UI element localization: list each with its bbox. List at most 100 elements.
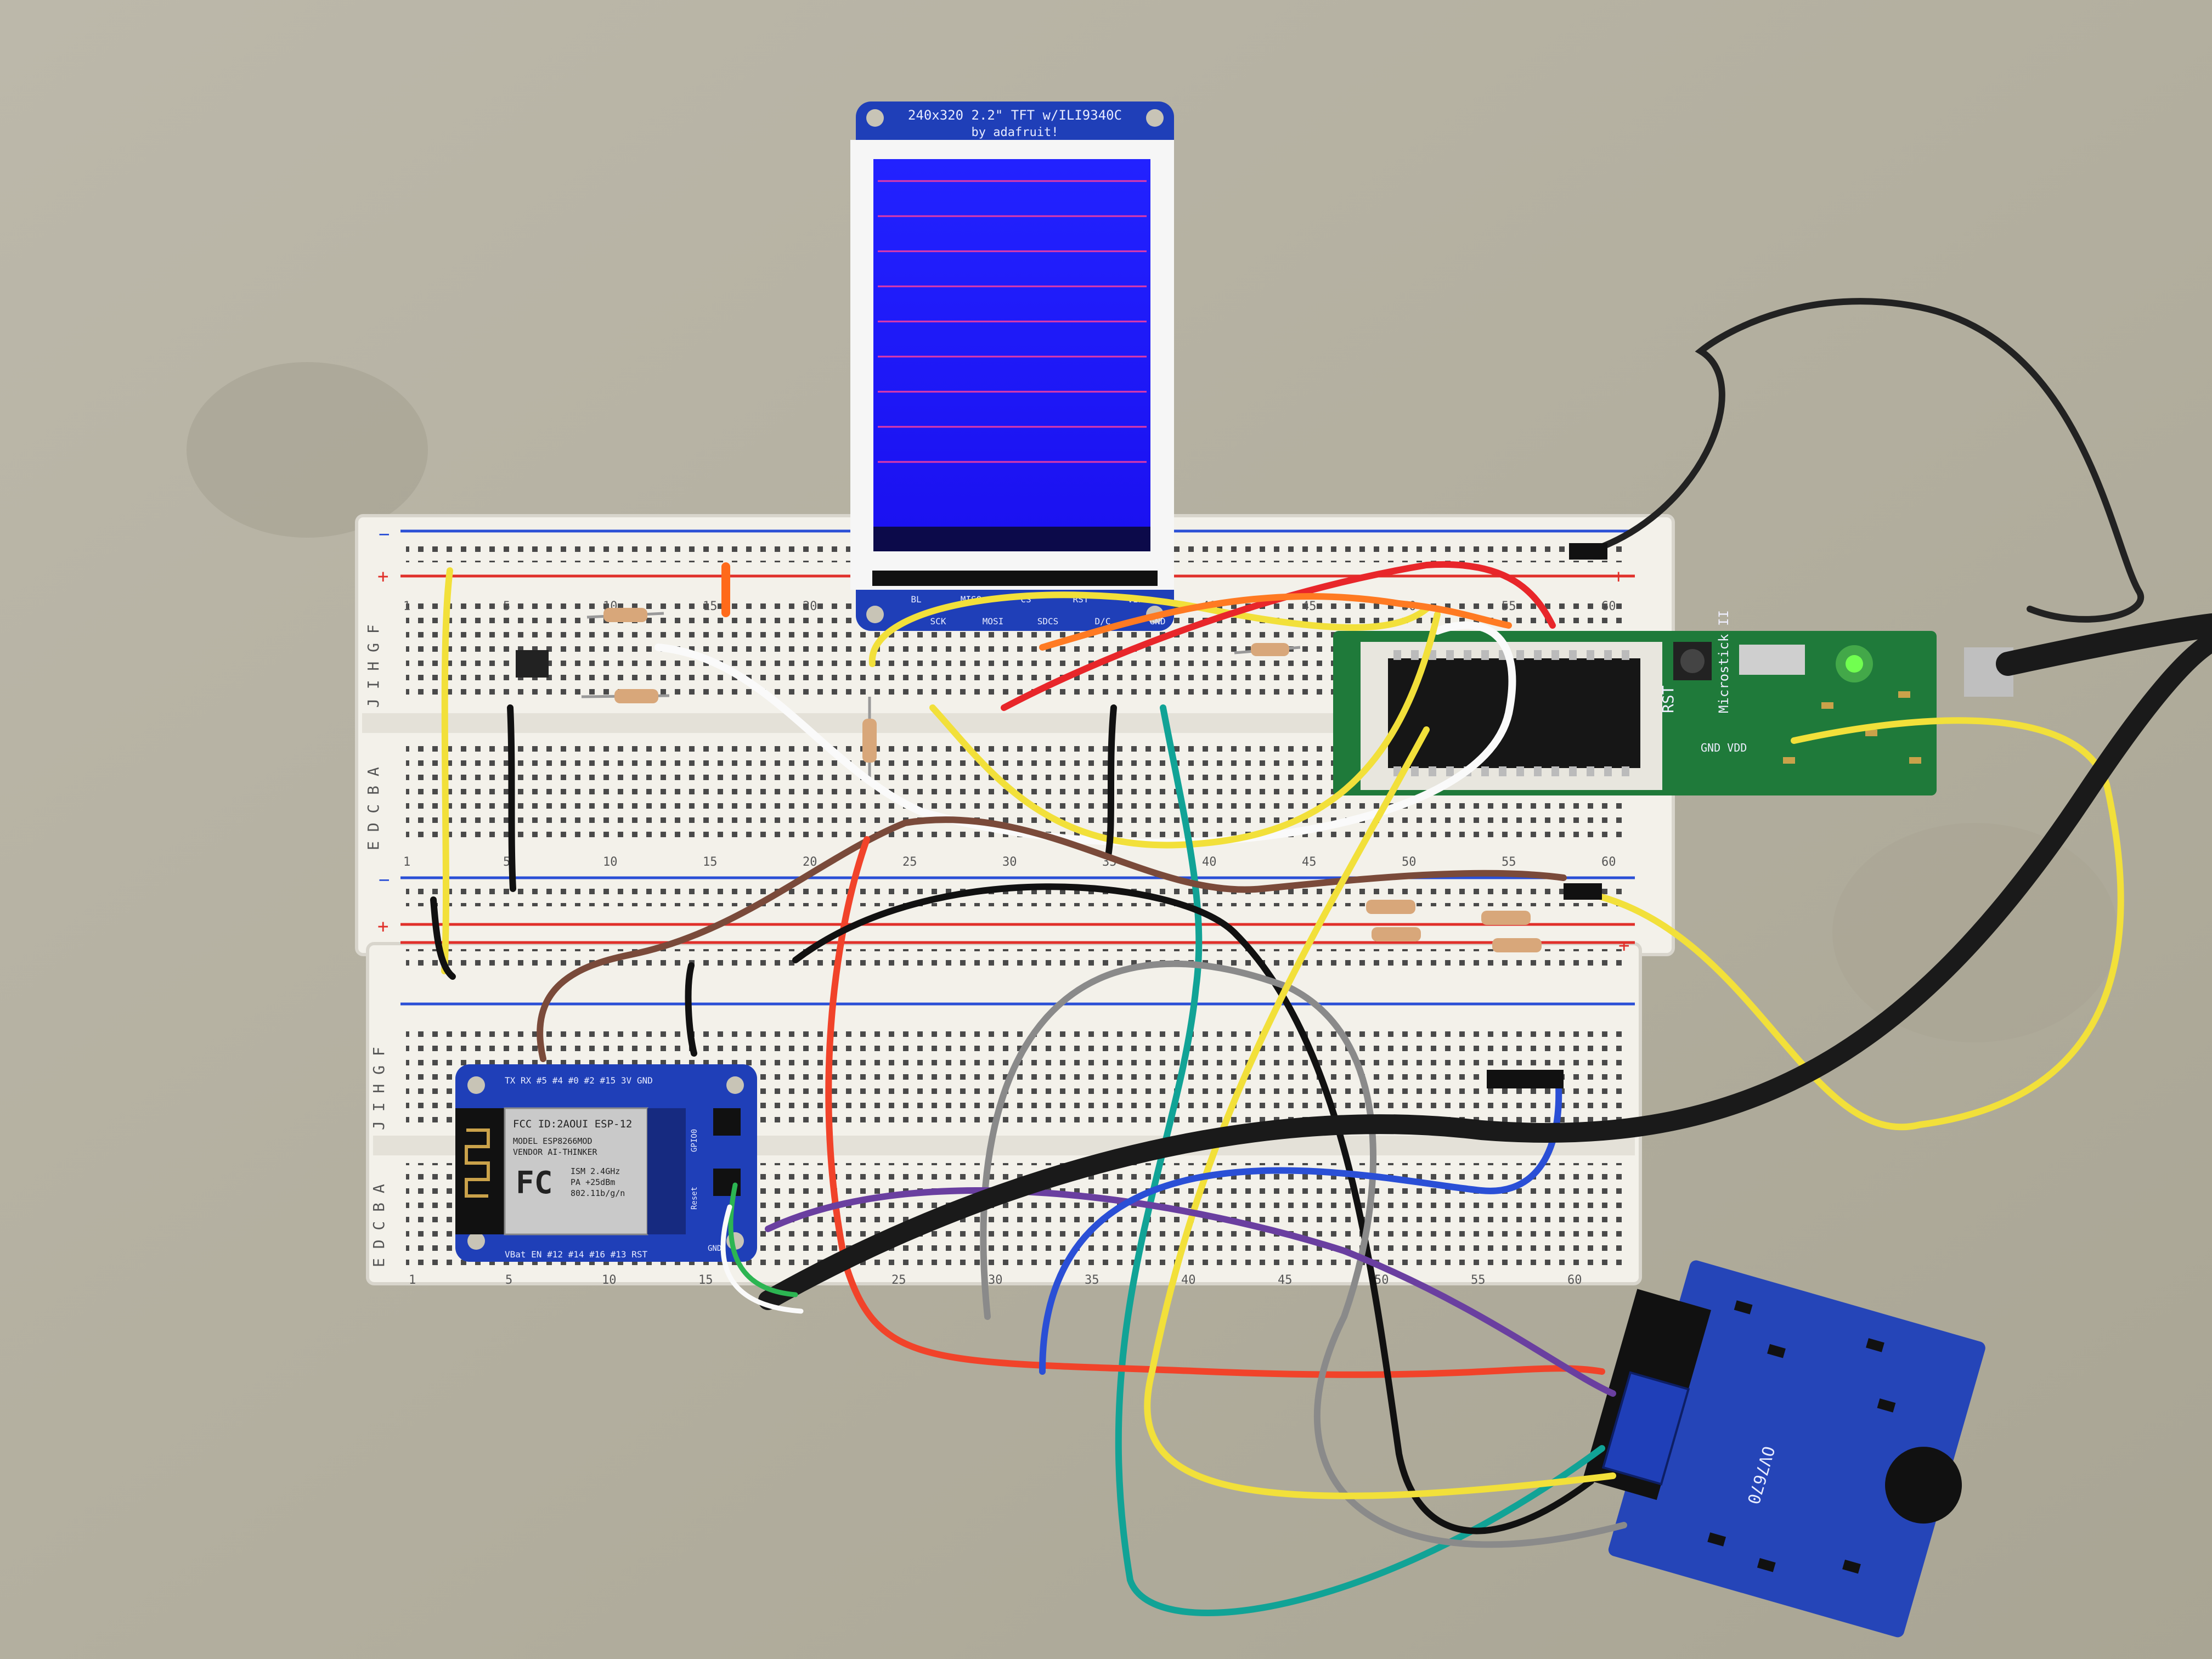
- column-number: 1: [403, 855, 410, 869]
- chip-pin: [1481, 650, 1489, 660]
- red-wire: [1001, 561, 1556, 711]
- black-jumper-housing: [1564, 883, 1602, 900]
- column-number: 45: [1302, 600, 1317, 613]
- column-number: 10: [602, 1273, 617, 1287]
- column-number: 15: [698, 1273, 713, 1287]
- tft-screen-bottom: [873, 527, 1150, 551]
- esp-ism: ISM 2.4GHz: [571, 1166, 620, 1176]
- mount-hole: [866, 109, 884, 127]
- column-number: 40: [1202, 855, 1217, 869]
- column-number: 1: [403, 600, 410, 613]
- status-led-glow: [1836, 645, 1873, 682]
- column-number: 5: [505, 1273, 512, 1287]
- chip-pin: [1622, 650, 1629, 660]
- esp8266-module: TX RX #5 #4 #0 #2 #15 3V GND FCC ID:2AOU…: [455, 1064, 757, 1262]
- resistor: [1234, 643, 1301, 656]
- brown-wire: [537, 816, 1567, 1062]
- rail-sign-minus: −: [379, 523, 390, 545]
- black-jumper-housing: [1569, 543, 1607, 560]
- antenna-trace: [465, 1128, 490, 1198]
- black-wire: [430, 896, 456, 980]
- mount-hole: [866, 606, 884, 623]
- column-number: 45: [1278, 1273, 1293, 1287]
- esp-side-label: Reset: [690, 1187, 699, 1210]
- reset-button-cap: [1680, 649, 1705, 673]
- camera-header-base: [1601, 1371, 1690, 1486]
- esp-bottom-pins: VBat EN #12 #14 #16 #13 RST: [505, 1249, 647, 1260]
- column-number: 10: [603, 855, 618, 869]
- row-letters-upper: J I H G F: [364, 624, 382, 708]
- chip-pin: [1604, 766, 1612, 776]
- chip-pin: [1622, 766, 1629, 776]
- column-number: 30: [988, 1273, 1003, 1287]
- camera-pcb: [1608, 1260, 1985, 1638]
- black-wire: [1577, 298, 2145, 623]
- column-number: 60: [1567, 1273, 1582, 1287]
- esp-model: MODEL ESP8266MOD: [513, 1136, 592, 1146]
- column-number: 45: [1302, 855, 1317, 869]
- chip-pin: [1534, 650, 1542, 660]
- column-number: 30: [1002, 855, 1017, 869]
- chip-pins: [1393, 650, 1629, 776]
- chip-pin: [1551, 650, 1559, 660]
- tft-pin-label: SDCS: [1037, 616, 1059, 627]
- column-number: 15: [703, 600, 718, 613]
- row-letters-upper-b: E D C B A: [364, 767, 382, 850]
- chip-pin: [1411, 766, 1419, 776]
- tft-screen-lines: [878, 180, 1147, 463]
- rail-sign-plus-right: +: [1613, 566, 1624, 588]
- mount-hole: [467, 1232, 485, 1250]
- resistors: [516, 562, 1542, 952]
- chip-pin: [1534, 766, 1542, 776]
- chip-pin: [1411, 650, 1419, 660]
- red-wire: [825, 836, 1605, 1378]
- yellow-wire: [868, 591, 1430, 667]
- chip-pin: [1569, 650, 1577, 660]
- esp-fcc-id: FCC ID:2AOUI ESP-12: [513, 1118, 632, 1130]
- rail-sign-plus-mid2: +: [1618, 935, 1629, 957]
- chip-pin: [1464, 650, 1471, 660]
- tft-display-module: 240x320 2.2" TFT w/ILI9340C by adafruit!…: [850, 101, 1174, 631]
- black-wire: [685, 962, 697, 1057]
- mount-hole: [726, 1076, 744, 1094]
- resistor: [862, 697, 877, 779]
- rail-sign-plus: +: [377, 566, 388, 588]
- column-number: 55: [1471, 1273, 1486, 1287]
- purple-wire: [765, 1187, 1616, 1397]
- microstick-board: Microstick II RST GND VDD: [1333, 610, 2013, 795]
- black-cable: [758, 632, 2212, 1310]
- floor-stain: [187, 362, 428, 538]
- column-number: 60: [1601, 600, 1616, 613]
- esp-header-pins: TX RX #5 #4 #0 #2 #15 3V GND: [505, 1075, 653, 1086]
- camera-lens: [1885, 1447, 1962, 1524]
- yellow-wire: [1588, 717, 2124, 1131]
- chip-pin: [1551, 766, 1559, 776]
- chip-pin: [1587, 650, 1594, 660]
- esp-side-label: GPIO0: [690, 1129, 699, 1152]
- tft-subtitle: by adafruit!: [972, 126, 1059, 139]
- column-number: 5: [503, 855, 510, 869]
- tft-pin-label: MOSI: [983, 616, 1004, 627]
- tft-pin-label: BL: [911, 594, 921, 605]
- tft-pin-label: D/C: [1095, 616, 1111, 627]
- chip-pin: [1569, 766, 1577, 776]
- status-led: [1846, 655, 1863, 673]
- ov7670-camera-module: OV7670: [1583, 1260, 1985, 1638]
- tft-pin-label: SCK: [930, 616, 946, 627]
- chip-pin: [1481, 766, 1489, 776]
- mount-hole: [467, 1076, 485, 1094]
- column-number: 25: [891, 1273, 906, 1287]
- smd-components: [1783, 691, 1921, 764]
- chip-pin: [1516, 650, 1524, 660]
- white-wire: [720, 1204, 804, 1314]
- chip-pin: [1446, 650, 1454, 660]
- orange-wire: [1039, 593, 1512, 651]
- black-jumper-housing: [1487, 1070, 1564, 1088]
- esp-usb-header: [647, 1108, 686, 1234]
- chip-pin: [1446, 766, 1454, 776]
- column-number: 40: [1181, 1273, 1196, 1287]
- esp-button: [713, 1108, 741, 1136]
- esp-fc-mark: FC: [516, 1165, 552, 1201]
